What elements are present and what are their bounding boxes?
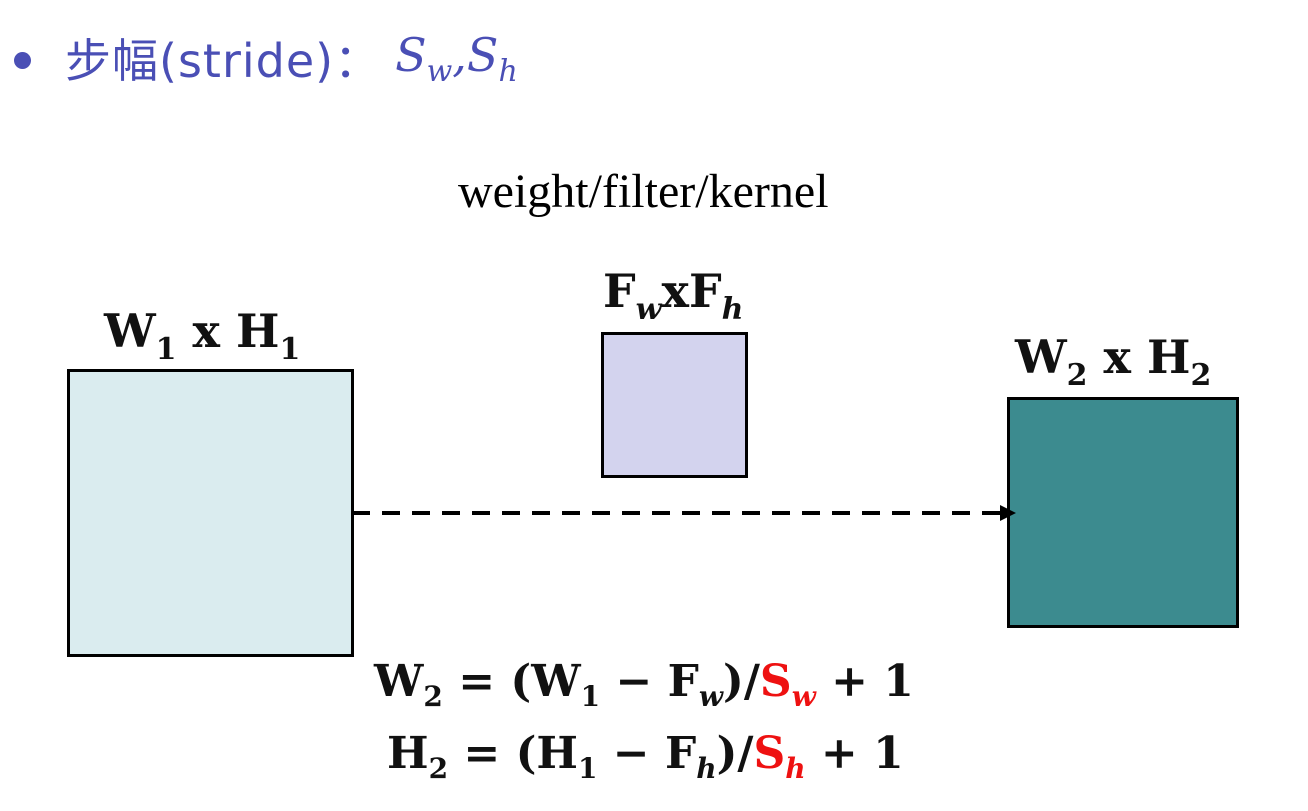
sh-base: S — [466, 27, 499, 82]
output-x: x — [1087, 330, 1148, 384]
fw-lhs: W — [374, 656, 424, 707]
fw-stride: S — [759, 656, 792, 707]
output-feature-map — [1007, 397, 1239, 628]
input-x: x — [176, 304, 237, 358]
dashed-arrow — [352, 505, 1016, 521]
fw-lhs-sub: 2 — [423, 680, 443, 713]
fw-minus: − — [600, 656, 668, 707]
fw-f: F — [667, 656, 699, 707]
fw-a: W — [531, 656, 581, 707]
fh-close: )/ — [716, 728, 754, 779]
fh-plus: + 1 — [805, 728, 904, 779]
fh-a-sub: 1 — [577, 752, 598, 785]
output-h-sub: 2 — [1190, 358, 1212, 393]
fw-plus: + 1 — [815, 656, 914, 707]
output-w-sub: 2 — [1066, 358, 1088, 393]
kernel-size-label: FwxFh — [603, 264, 743, 327]
bullet-math: Sw,Sh — [395, 28, 518, 89]
kernel-square — [601, 332, 748, 478]
kernel-w-sub: w — [635, 292, 662, 327]
fh-minus: − — [597, 728, 665, 779]
input-w: W — [104, 304, 156, 358]
fh-f: F — [664, 728, 697, 779]
formula-height: H2 = (H1 − Fh)/Sh + 1 — [387, 728, 904, 785]
sw-sub: w — [426, 53, 453, 89]
sh-sub: h — [498, 53, 518, 89]
fh-eq: = ( — [448, 728, 537, 779]
fh-stride: S — [753, 728, 786, 779]
kernel-h-sub: h — [721, 292, 744, 327]
bullet-dot — [14, 51, 31, 69]
fh-lhs-sub: 2 — [428, 752, 449, 785]
fw-f-sub: w — [698, 680, 724, 713]
bullet-title: 步幅(stride)： — [65, 34, 382, 88]
kernel-w: F — [603, 264, 636, 318]
input-feature-map — [67, 369, 354, 657]
fw-a-sub: 1 — [580, 680, 601, 713]
fw-close: )/ — [723, 656, 760, 707]
fh-a: H — [536, 728, 578, 779]
output-size-label: W2 x H2 — [1015, 330, 1211, 393]
fh-f-sub: h — [696, 752, 717, 785]
sw-base: S — [395, 27, 427, 82]
output-h: H — [1147, 330, 1191, 384]
math-sep: , — [452, 27, 467, 82]
input-h-sub: 1 — [279, 332, 301, 367]
stride-bullet: 步幅(stride)： Sw,Sh — [14, 18, 518, 98]
input-h: H — [236, 304, 280, 358]
arrow-head — [1000, 505, 1016, 521]
fh-stride-sub: h — [785, 752, 806, 785]
fw-stride-sub: w — [791, 680, 816, 713]
input-w-sub: 1 — [155, 332, 177, 367]
fw-eq: = ( — [442, 656, 532, 707]
formula-width: W2 = (W1 − Fw)/Sw + 1 — [374, 656, 914, 713]
output-w: W — [1015, 330, 1067, 384]
input-size-label: W1 x H1 — [104, 304, 300, 367]
kernel-h: F — [688, 264, 722, 318]
kernel-caption: weight/filter/kernel — [458, 165, 829, 218]
fh-lhs: H — [387, 728, 429, 779]
kernel-x: x — [661, 264, 689, 318]
